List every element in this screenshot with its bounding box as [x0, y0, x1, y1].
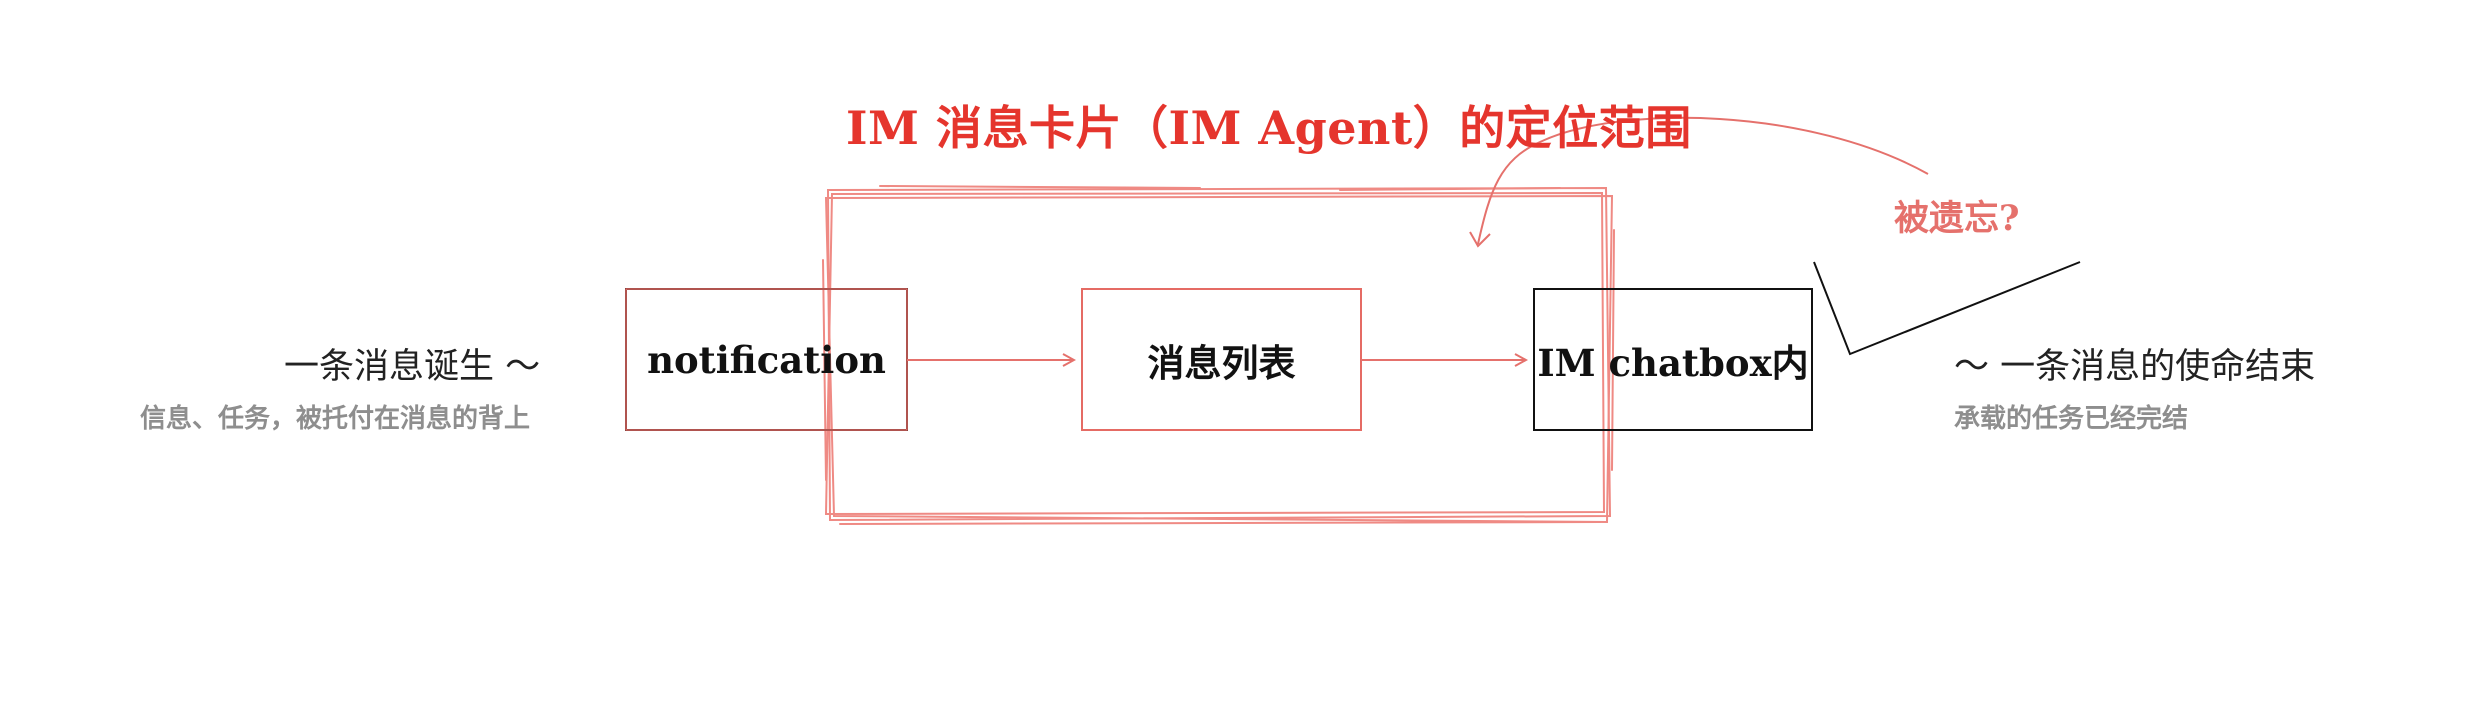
chatbox-label: IM chatbox内 [1537, 340, 1809, 385]
chatbox-box [1533, 288, 1813, 431]
left-note-sub: 信息、任务，被托付在消息的背上 [140, 404, 531, 434]
forgotten-annotation: 被遗忘? [1894, 198, 2020, 239]
check-mark [1813, 261, 2081, 356]
diagram-title: IM 消息卡片（IM Agent）的定位范围 [846, 101, 1692, 155]
forgotten-curve-arrow [1477, 116, 1929, 245]
right-note-sub: 承载的任务已经完结 [1954, 404, 2189, 434]
message-list-label: 消息列表 [1147, 340, 1296, 385]
forgotten-arrow-head [1469, 231, 1491, 248]
left-note-main: 一条消息诞生 ～ [284, 347, 541, 387]
notification-label: notification [647, 337, 886, 382]
scope-frame [822, 185, 1615, 525]
right-note-main: ～ 一条消息的使命结束 [1954, 347, 2316, 387]
